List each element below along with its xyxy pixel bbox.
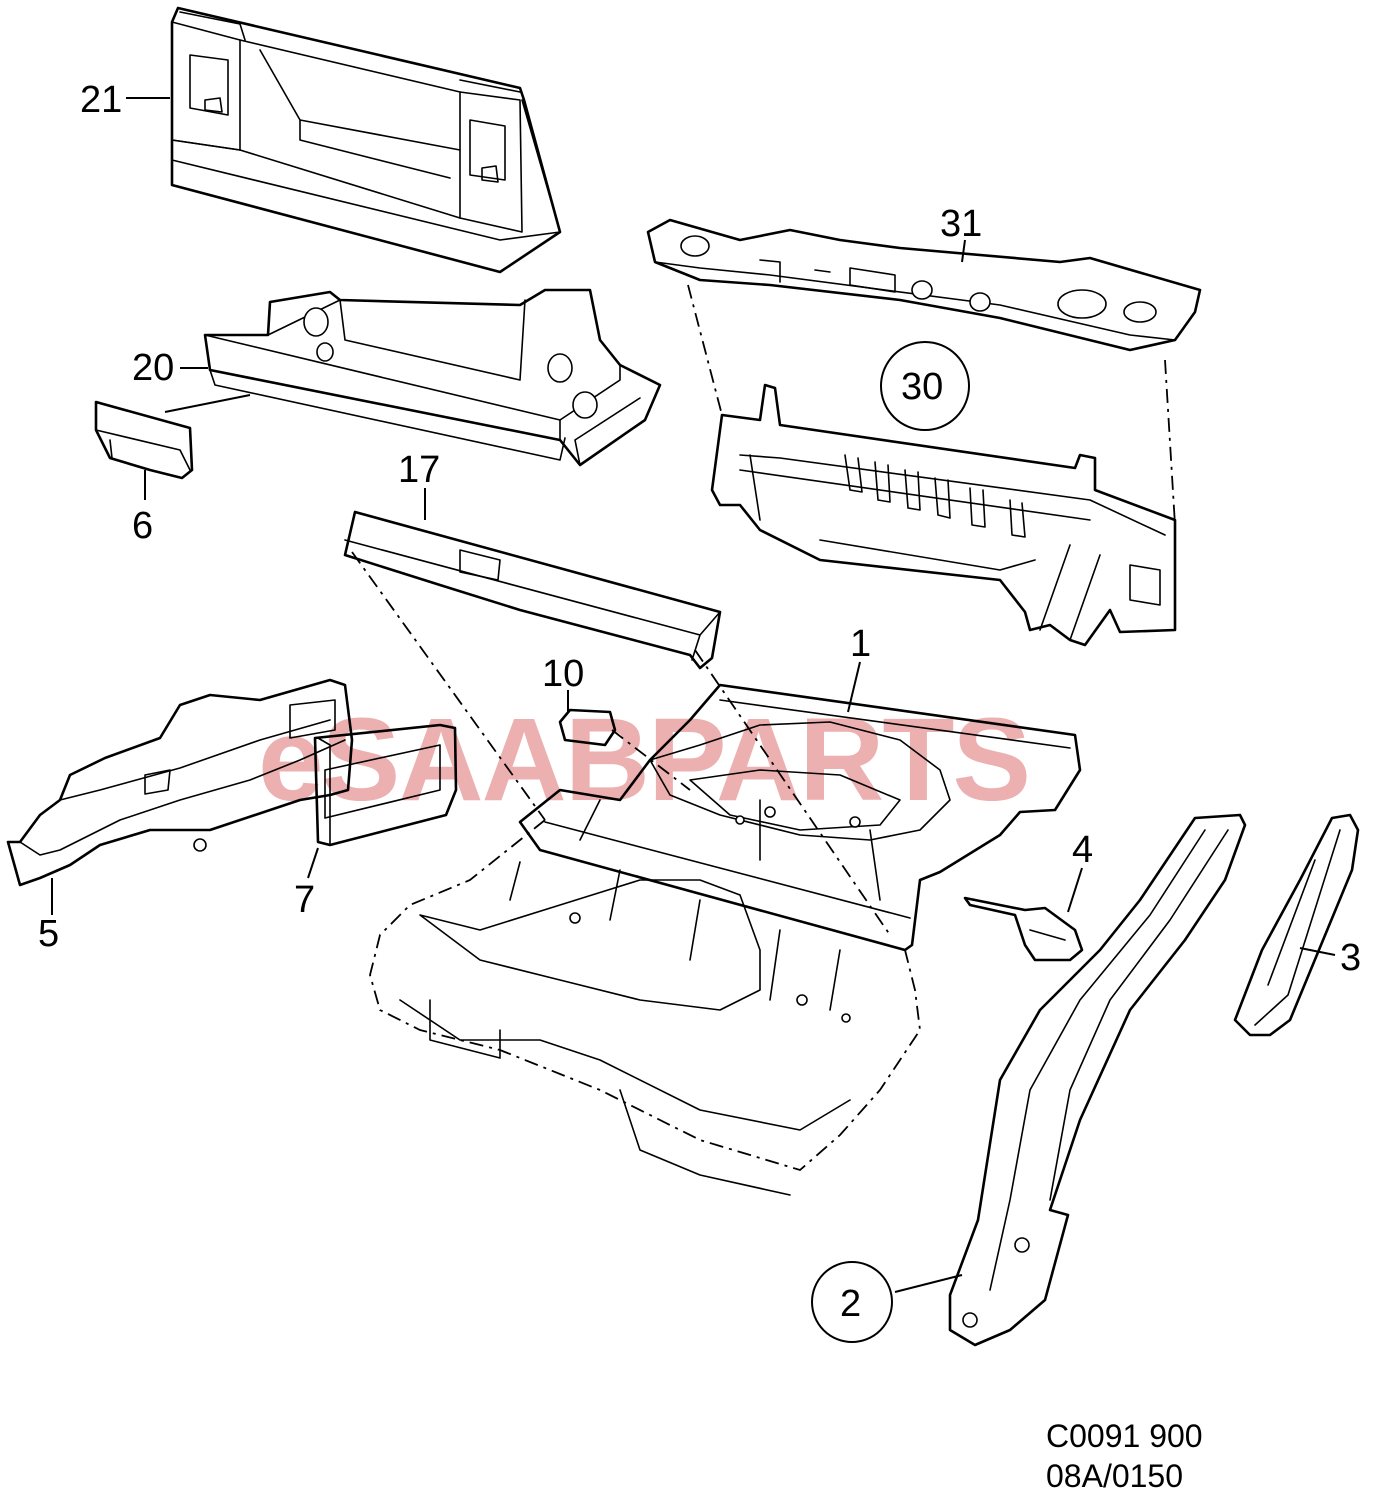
callout-3: 3 [1340, 937, 1361, 979]
callout-30: 30 [901, 366, 943, 408]
callout-21: 21 [80, 79, 122, 121]
connector-17-left [351, 551, 546, 821]
watermark-logo: eSAABPARTS [258, 694, 1029, 826]
part-3-side-rail[interactable] [1233, 813, 1360, 1037]
leader-6a [164, 394, 251, 413]
callout-2-circle [811, 1261, 893, 1343]
leader-31 [961, 239, 966, 263]
part-20-cross-member[interactable] [203, 288, 662, 467]
callout-2: 2 [840, 1283, 861, 1325]
part-30-rear-panel-lower[interactable] [710, 383, 1177, 647]
callout-6: 6 [132, 505, 153, 547]
leader-2 [894, 1274, 963, 1293]
connector-30-right [1164, 359, 1176, 526]
callout-17: 17 [398, 449, 440, 491]
part-7-bracket-plate[interactable] [313, 723, 458, 847]
part-31-rear-panel-upper[interactable] [646, 218, 1202, 352]
part-1-rear-floor[interactable] [518, 683, 1082, 952]
leader-1 [847, 661, 861, 713]
callout-31: 31 [940, 203, 982, 245]
callout-5: 5 [38, 913, 59, 955]
part-5-side-member[interactable] [6, 678, 354, 887]
part-10-bracket[interactable] [558, 708, 617, 747]
leader-7 [307, 847, 319, 879]
part-21-seat-frame[interactable] [170, 6, 562, 274]
part-floor-lower [369, 819, 921, 1196]
reference-page: 08A/0150 [1046, 1458, 1184, 1494]
part-4-bracket[interactable] [963, 896, 1084, 962]
callout-10: 10 [542, 653, 584, 695]
leader-3 [1299, 947, 1336, 956]
part-2-side-rail[interactable] [948, 813, 1247, 1347]
callout-1: 1 [850, 623, 871, 665]
reference-code: C0091 900 [1046, 1418, 1203, 1454]
callout-7: 7 [294, 879, 315, 921]
leader-4 [1067, 867, 1083, 913]
callout-30-circle [880, 341, 970, 431]
part-17-cross-member[interactable] [343, 510, 722, 670]
callout-20: 20 [132, 347, 174, 389]
connector-30-left [687, 284, 723, 416]
callout-4: 4 [1072, 829, 1093, 871]
part-6-bracket[interactable] [94, 400, 194, 480]
